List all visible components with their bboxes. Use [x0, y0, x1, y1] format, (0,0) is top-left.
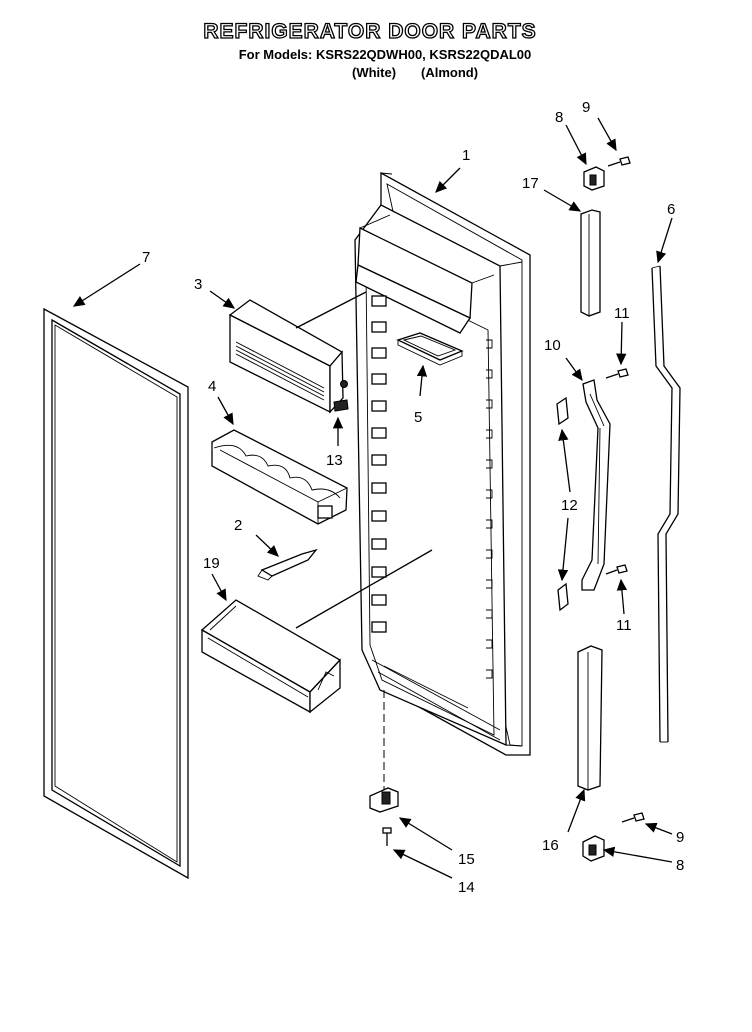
callout-6: 6	[667, 201, 675, 218]
finish-white-label: (White)	[352, 65, 397, 80]
callout-2: 2	[234, 517, 242, 534]
finish-almond-label: (Almond)	[421, 65, 479, 80]
part-17-top-trim	[580, 209, 601, 317]
callout-5: 5	[414, 409, 422, 426]
part-9-top-screw	[607, 156, 631, 167]
page-title: REFRIGERATOR DOOR PARTS	[203, 19, 537, 43]
callout-9-top: 9	[582, 99, 590, 116]
part-10-handle-bracket	[581, 379, 611, 591]
part-16-bottom-trim	[577, 645, 603, 791]
part-15-bottom-hinge	[369, 787, 399, 813]
leader-19-to-door	[295, 549, 433, 629]
callout-16: 16	[542, 837, 559, 854]
model-numbers: For Models: KSRS22QDWH00, KSRS22QDAL00	[238, 47, 532, 62]
callout-15: 15	[458, 851, 475, 868]
callout-11-top: 11	[614, 305, 630, 322]
part-8-bottom-hinge	[582, 835, 605, 862]
callout-19: 19	[203, 555, 220, 572]
part-4-can-rack	[211, 429, 348, 525]
part-19-door-bin	[200, 599, 342, 714]
part-5-tray	[396, 332, 464, 366]
callout-8-top: 8	[555, 109, 563, 126]
callout-11-bottom: 11	[616, 617, 632, 634]
callout-7: 7	[142, 249, 150, 266]
part-1-door-liner	[354, 171, 531, 756]
callout-14: 14	[458, 879, 475, 896]
part-11-top-screw	[605, 368, 629, 379]
part-14-screw	[382, 827, 392, 846]
callout-arrows	[72, 117, 673, 879]
callout-9-bottom: 9	[676, 829, 684, 846]
callout-13: 13	[326, 452, 343, 469]
callout-1: 1	[462, 147, 470, 164]
callout-4: 4	[208, 378, 216, 395]
part-12-bracket-cover-top	[556, 396, 569, 426]
finish-labels: (White) (Almond)	[0, 65, 752, 83]
callout-17: 17	[522, 175, 539, 192]
callout-12: 12	[561, 497, 578, 514]
part-6-handle-strip	[651, 265, 681, 743]
callout-8-bottom: 8	[676, 857, 684, 874]
callout-10: 10	[544, 337, 561, 354]
leader-3-to-door	[295, 291, 367, 329]
part-3-dispenser-module	[228, 299, 348, 414]
part-12-bracket-cover-bottom	[557, 582, 569, 612]
callout-3: 3	[194, 276, 202, 293]
part-13-clip	[333, 399, 349, 412]
part-11-bottom-screw	[605, 564, 628, 575]
part-2-clip	[257, 548, 318, 581]
part-7-door-gasket	[43, 307, 189, 880]
part-8-top-hinge	[583, 166, 605, 191]
part-9-bottom-screw	[621, 812, 645, 823]
